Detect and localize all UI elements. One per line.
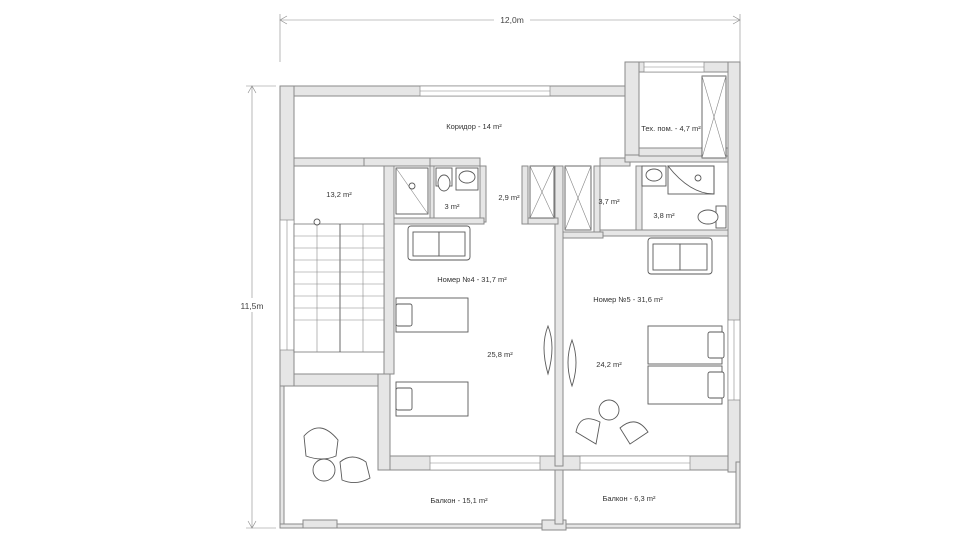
room5-title: Номер №5 - 31,6 m² — [593, 295, 663, 304]
balcony-divider — [554, 469, 564, 525]
room5-furniture — [575, 237, 725, 445]
room4-title: Номер №4 - 31,7 m² — [437, 275, 507, 284]
interior-walls — [293, 147, 729, 467]
balcony-furniture — [303, 427, 371, 483]
room4-area: 25,8 m² — [487, 350, 513, 359]
width-label: 12,0m — [500, 15, 524, 25]
hall-small-right-label: 3,7 m² — [598, 197, 620, 206]
bath-right-label: 3,8 m² — [653, 211, 675, 220]
corridor-label: Коридор - 14 m² — [446, 122, 502, 131]
room5-area: 24,2 m² — [596, 360, 622, 369]
room-labels: Коридор - 14 m² Тех. пом. - 4,7 m² 13,2 … — [326, 122, 701, 505]
hall-small-left-label: 2,9 m² — [498, 193, 520, 202]
wardrobes — [529, 75, 727, 231]
dimension-height: 11,5m — [236, 85, 276, 529]
balcony-right-label: Балкон - 6,3 m² — [602, 494, 656, 503]
dimension-width: 12,0m — [279, 13, 741, 62]
bathroom-left-fixtures — [395, 167, 479, 215]
bathroom-right-fixtures — [641, 165, 727, 229]
balcony-left-label: Балкон - 15,1 m² — [430, 496, 488, 505]
tech-room-label: Тех. пом. - 4,7 m² — [641, 124, 701, 133]
stair-hall-label: 13,2 m² — [326, 190, 352, 199]
windows-top — [279, 61, 741, 471]
staircase — [293, 218, 385, 353]
room4-furniture — [395, 225, 577, 417]
bath-left-label: 3 m² — [445, 202, 461, 211]
height-label: 11,5m — [241, 301, 264, 311]
